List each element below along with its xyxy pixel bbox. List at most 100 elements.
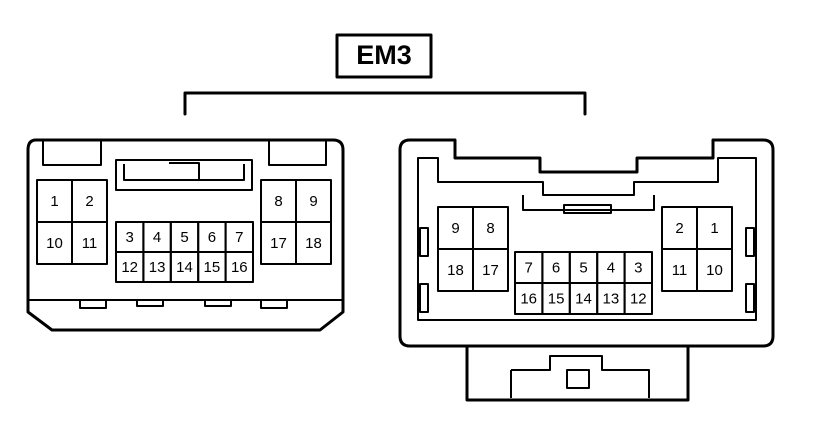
pin-cavity: 2	[71, 179, 108, 223]
pin-cavity: 4	[142, 221, 172, 253]
pin-number: 14	[575, 290, 592, 307]
pin-cavity: 14	[169, 251, 200, 283]
pin-cavity: 13	[596, 282, 626, 315]
pin-number: 4	[153, 229, 161, 246]
left-latch-inner	[123, 164, 245, 181]
pin-number: 2	[85, 193, 93, 210]
pin-number: 15	[204, 259, 221, 276]
pin-number: 2	[675, 220, 683, 237]
pin-number: 9	[309, 193, 317, 210]
pin-cell	[623, 282, 653, 315]
pin-cell	[295, 221, 332, 265]
pin-number: 12	[630, 290, 647, 307]
right-key-frame	[522, 195, 655, 211]
pin-cavity: 12	[623, 282, 653, 315]
right-lower-latch	[511, 355, 650, 398]
left-foot-2	[136, 299, 164, 307]
right-side-rail-right-2	[745, 283, 755, 313]
right-lower-latch-knob	[566, 369, 590, 389]
pin-number: 3	[126, 229, 134, 246]
left-connector-body	[26, 138, 345, 332]
pin-number: 8	[274, 193, 282, 210]
pin-number: 4	[607, 259, 615, 276]
pin-cavity: 4	[596, 251, 626, 284]
left-upper-notch-left	[42, 141, 102, 166]
pin-number: 10	[706, 262, 723, 279]
pin-number: 16	[520, 290, 537, 307]
pin-cavity: 9	[437, 206, 474, 250]
pin-number: 17	[270, 235, 287, 252]
pin-number: 6	[208, 229, 216, 246]
pin-cavity: 1	[36, 179, 73, 223]
pin-cavity: 6	[197, 221, 227, 253]
pin-cavity: 11	[71, 221, 108, 265]
pin-cell	[472, 248, 509, 292]
pin-number: 18	[305, 235, 322, 252]
pin-number: 1	[50, 193, 58, 210]
right-side-rail-left-2	[419, 283, 429, 313]
pin-number: 11	[672, 262, 688, 279]
pin-number: 13	[149, 259, 166, 276]
pin-cavity: 8	[260, 179, 297, 223]
pin-cavity: 12	[115, 251, 145, 283]
pin-cavity: 5	[568, 251, 599, 284]
pin-number: 7	[235, 229, 243, 246]
pin-cavity: 3	[623, 251, 653, 284]
pin-number: 10	[46, 235, 63, 252]
pin-cavity: 13	[142, 251, 172, 283]
pin-cavity: 3	[115, 221, 145, 253]
pin-number: 5	[180, 229, 188, 246]
connector-title-box	[335, 33, 433, 79]
pin-cavity: 10	[696, 248, 733, 292]
bracket-line	[183, 91, 587, 116]
pin-number: 13	[603, 290, 620, 307]
pin-cavity: 15	[197, 251, 227, 283]
right-key-slot	[563, 204, 612, 214]
pin-cavity: 18	[437, 248, 474, 292]
pin-number: 18	[447, 262, 464, 279]
pin-number: 7	[525, 259, 533, 276]
pin-number: 5	[579, 259, 587, 276]
pin-number: 11	[82, 235, 98, 252]
pin-cell	[696, 248, 733, 292]
pin-cavity: 10	[36, 221, 73, 265]
pin-cell	[224, 251, 255, 283]
pin-cavity: 14	[568, 282, 599, 315]
left-latch-frame	[115, 159, 253, 191]
pin-cavity: 11	[661, 248, 698, 292]
right-inner-frame	[417, 157, 757, 321]
right-connector-body	[398, 138, 775, 348]
pin-number: 8	[486, 220, 494, 237]
pin-cavity: 18	[295, 221, 332, 265]
pin-cavity: 5	[169, 221, 200, 253]
pin-number: 16	[231, 259, 248, 276]
pin-cavity: 6	[541, 251, 571, 284]
pin-cavity: 2	[661, 206, 698, 250]
pin-number: 14	[176, 259, 193, 276]
pin-cavity: 15	[541, 282, 571, 315]
pin-cavity: 7	[224, 221, 255, 253]
left-latch-tab	[169, 162, 200, 180]
left-foot-4	[260, 299, 288, 309]
pin-number: 6	[552, 259, 560, 276]
pin-cavity: 7	[514, 251, 544, 284]
right-lower-tab	[465, 344, 690, 402]
pin-number: 9	[451, 220, 459, 237]
pin-number: 1	[710, 220, 718, 237]
connector-title: EM3	[356, 40, 412, 70]
right-side-rail-right-1	[745, 227, 755, 257]
pin-number: 17	[482, 262, 499, 279]
left-upper-notch-right	[268, 141, 327, 166]
pin-cavity: 9	[295, 179, 332, 223]
pin-cavity: 8	[472, 206, 509, 250]
pin-cavity: 17	[260, 221, 297, 265]
left-foot-1	[79, 299, 107, 309]
pin-cavity: 16	[224, 251, 255, 283]
pin-number: 12	[121, 259, 138, 276]
pin-cavity: 16	[514, 282, 544, 315]
